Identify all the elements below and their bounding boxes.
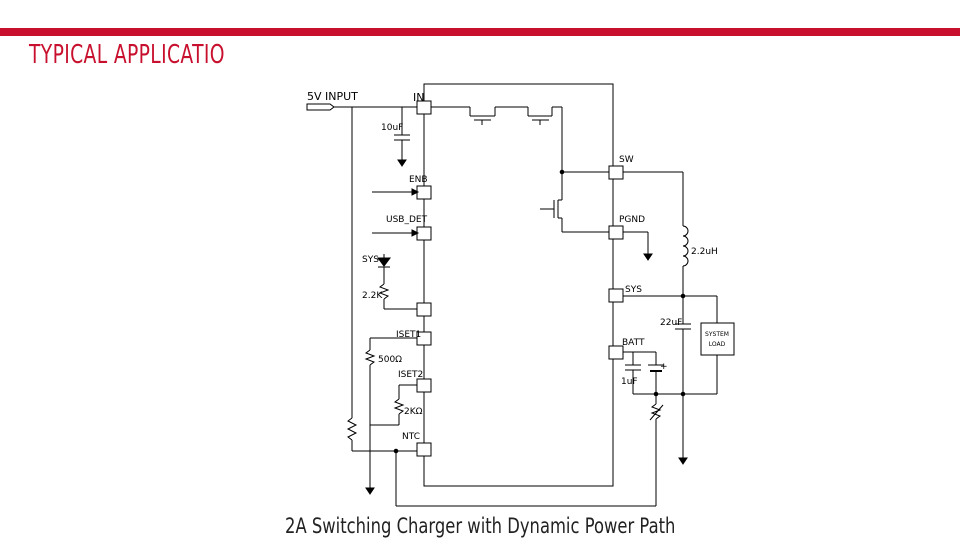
- diagram-caption-text: 2A Switching Charger with Dynamic Power …: [284, 514, 676, 538]
- pin-usb-det-label: USB_DET: [386, 215, 428, 225]
- pin-sys-label: SYS: [625, 285, 642, 295]
- led-resistor-label: 2.2K: [362, 291, 383, 301]
- pin-enb-label: ENB: [409, 175, 428, 185]
- system-load-box: [700, 322, 735, 356]
- header-accent-bar: [0, 28, 960, 36]
- iset1-resistor-label: 500Ω: [378, 355, 402, 365]
- pin-batt: [608, 345, 624, 360]
- system-load-label-line1: SYSTEM: [705, 331, 729, 338]
- pin-pgnd-label: PGND: [619, 215, 645, 225]
- diagram-caption: 2A Switching Charger with Dynamic Power …: [0, 514, 960, 538]
- input-label: 5V INPUT: [307, 90, 358, 103]
- system-load-label-line2: LOAD: [709, 341, 726, 348]
- pin-iset2-label: ISET2: [398, 370, 423, 380]
- sys-cap-label: 22uF: [660, 318, 682, 328]
- input-connector-icon: [306, 103, 335, 111]
- charger-ic-body: [423, 83, 614, 487]
- ground-icon: [397, 159, 407, 167]
- pin-pgnd: [608, 225, 624, 240]
- pin-ntc: [416, 442, 432, 457]
- pin-ntc-label: NTC: [402, 432, 420, 442]
- pin-iset1-label: ISET1: [396, 330, 421, 340]
- pin-batt-label: BATT: [622, 338, 645, 348]
- input-cap-label: 10uF: [381, 123, 403, 133]
- pin-sw-label: SW: [619, 155, 634, 165]
- battery-plus-icon: +: [660, 362, 668, 372]
- batt-cap-label: 1uF: [621, 377, 638, 387]
- pin-led: [416, 302, 432, 317]
- led-supply-label: SYS: [362, 255, 379, 265]
- inductor-label: 2.2uH: [691, 247, 718, 257]
- pin-sw: [608, 165, 624, 180]
- led-icon: [377, 257, 391, 267]
- pin-usb-det: [416, 226, 432, 241]
- page-title: TYPICAL APPLICATIO: [29, 40, 225, 70]
- inductor-icon: [682, 225, 689, 267]
- pin-enb: [416, 185, 432, 200]
- pin-in-label: IN: [413, 91, 424, 104]
- iset2-resistor-label: 2KΩ: [404, 407, 423, 417]
- pin-iset2: [416, 378, 432, 393]
- pin-sys: [608, 288, 624, 303]
